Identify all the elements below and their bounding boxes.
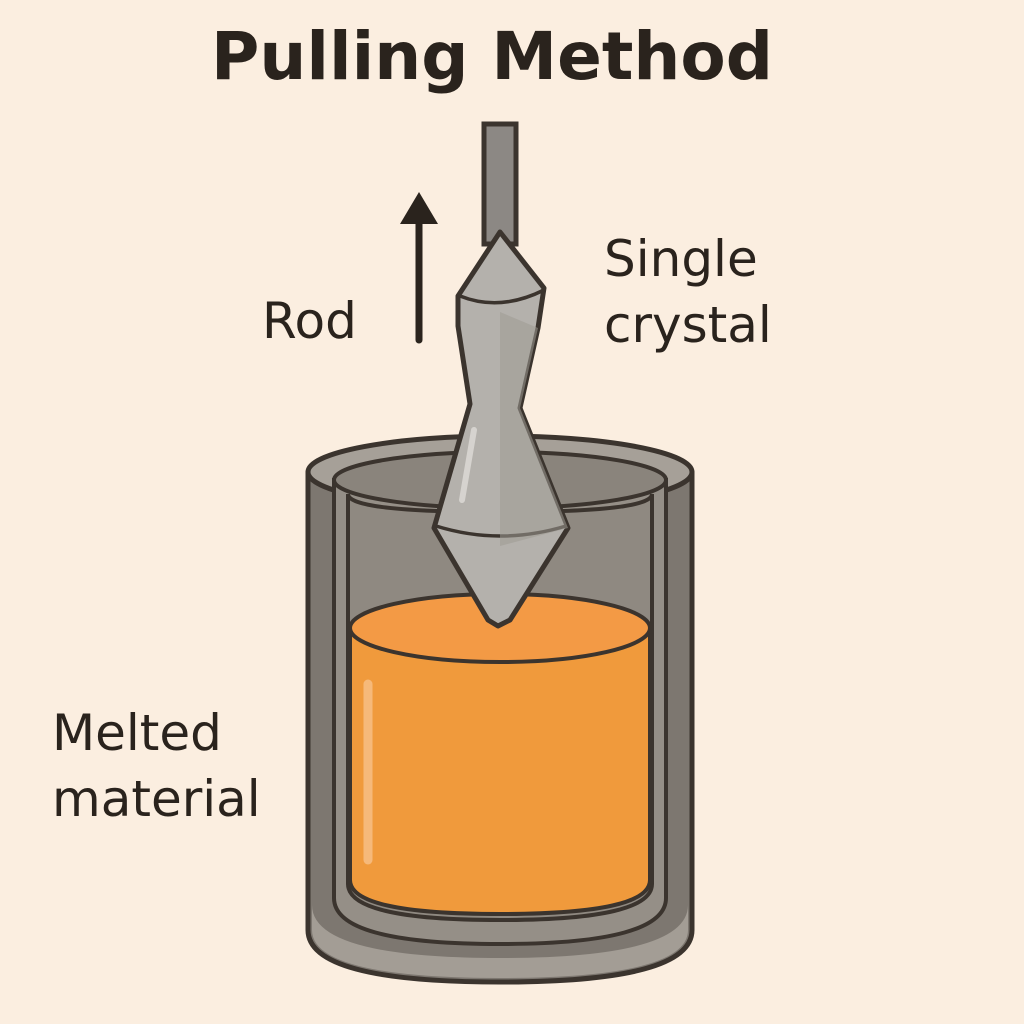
- pulling-rod: [481, 121, 519, 247]
- crystal-shoulder-facet: [459, 288, 545, 305]
- melted-material-label: Melted material: [52, 704, 261, 828]
- diagram-title: Pulling Method: [211, 18, 773, 95]
- crystal-shade: [500, 312, 568, 546]
- single-crystal-label: Single crystal: [604, 230, 772, 354]
- pull-direction-arrow: [400, 192, 438, 344]
- crystal-highlight: [459, 427, 477, 503]
- arrow-head-icon: [400, 192, 438, 224]
- melt: [348, 592, 652, 917]
- rod-label: Rod: [262, 292, 357, 350]
- melt-body: [348, 626, 652, 917]
- single-crystal: [431, 229, 571, 629]
- crucible-base: [312, 905, 688, 978]
